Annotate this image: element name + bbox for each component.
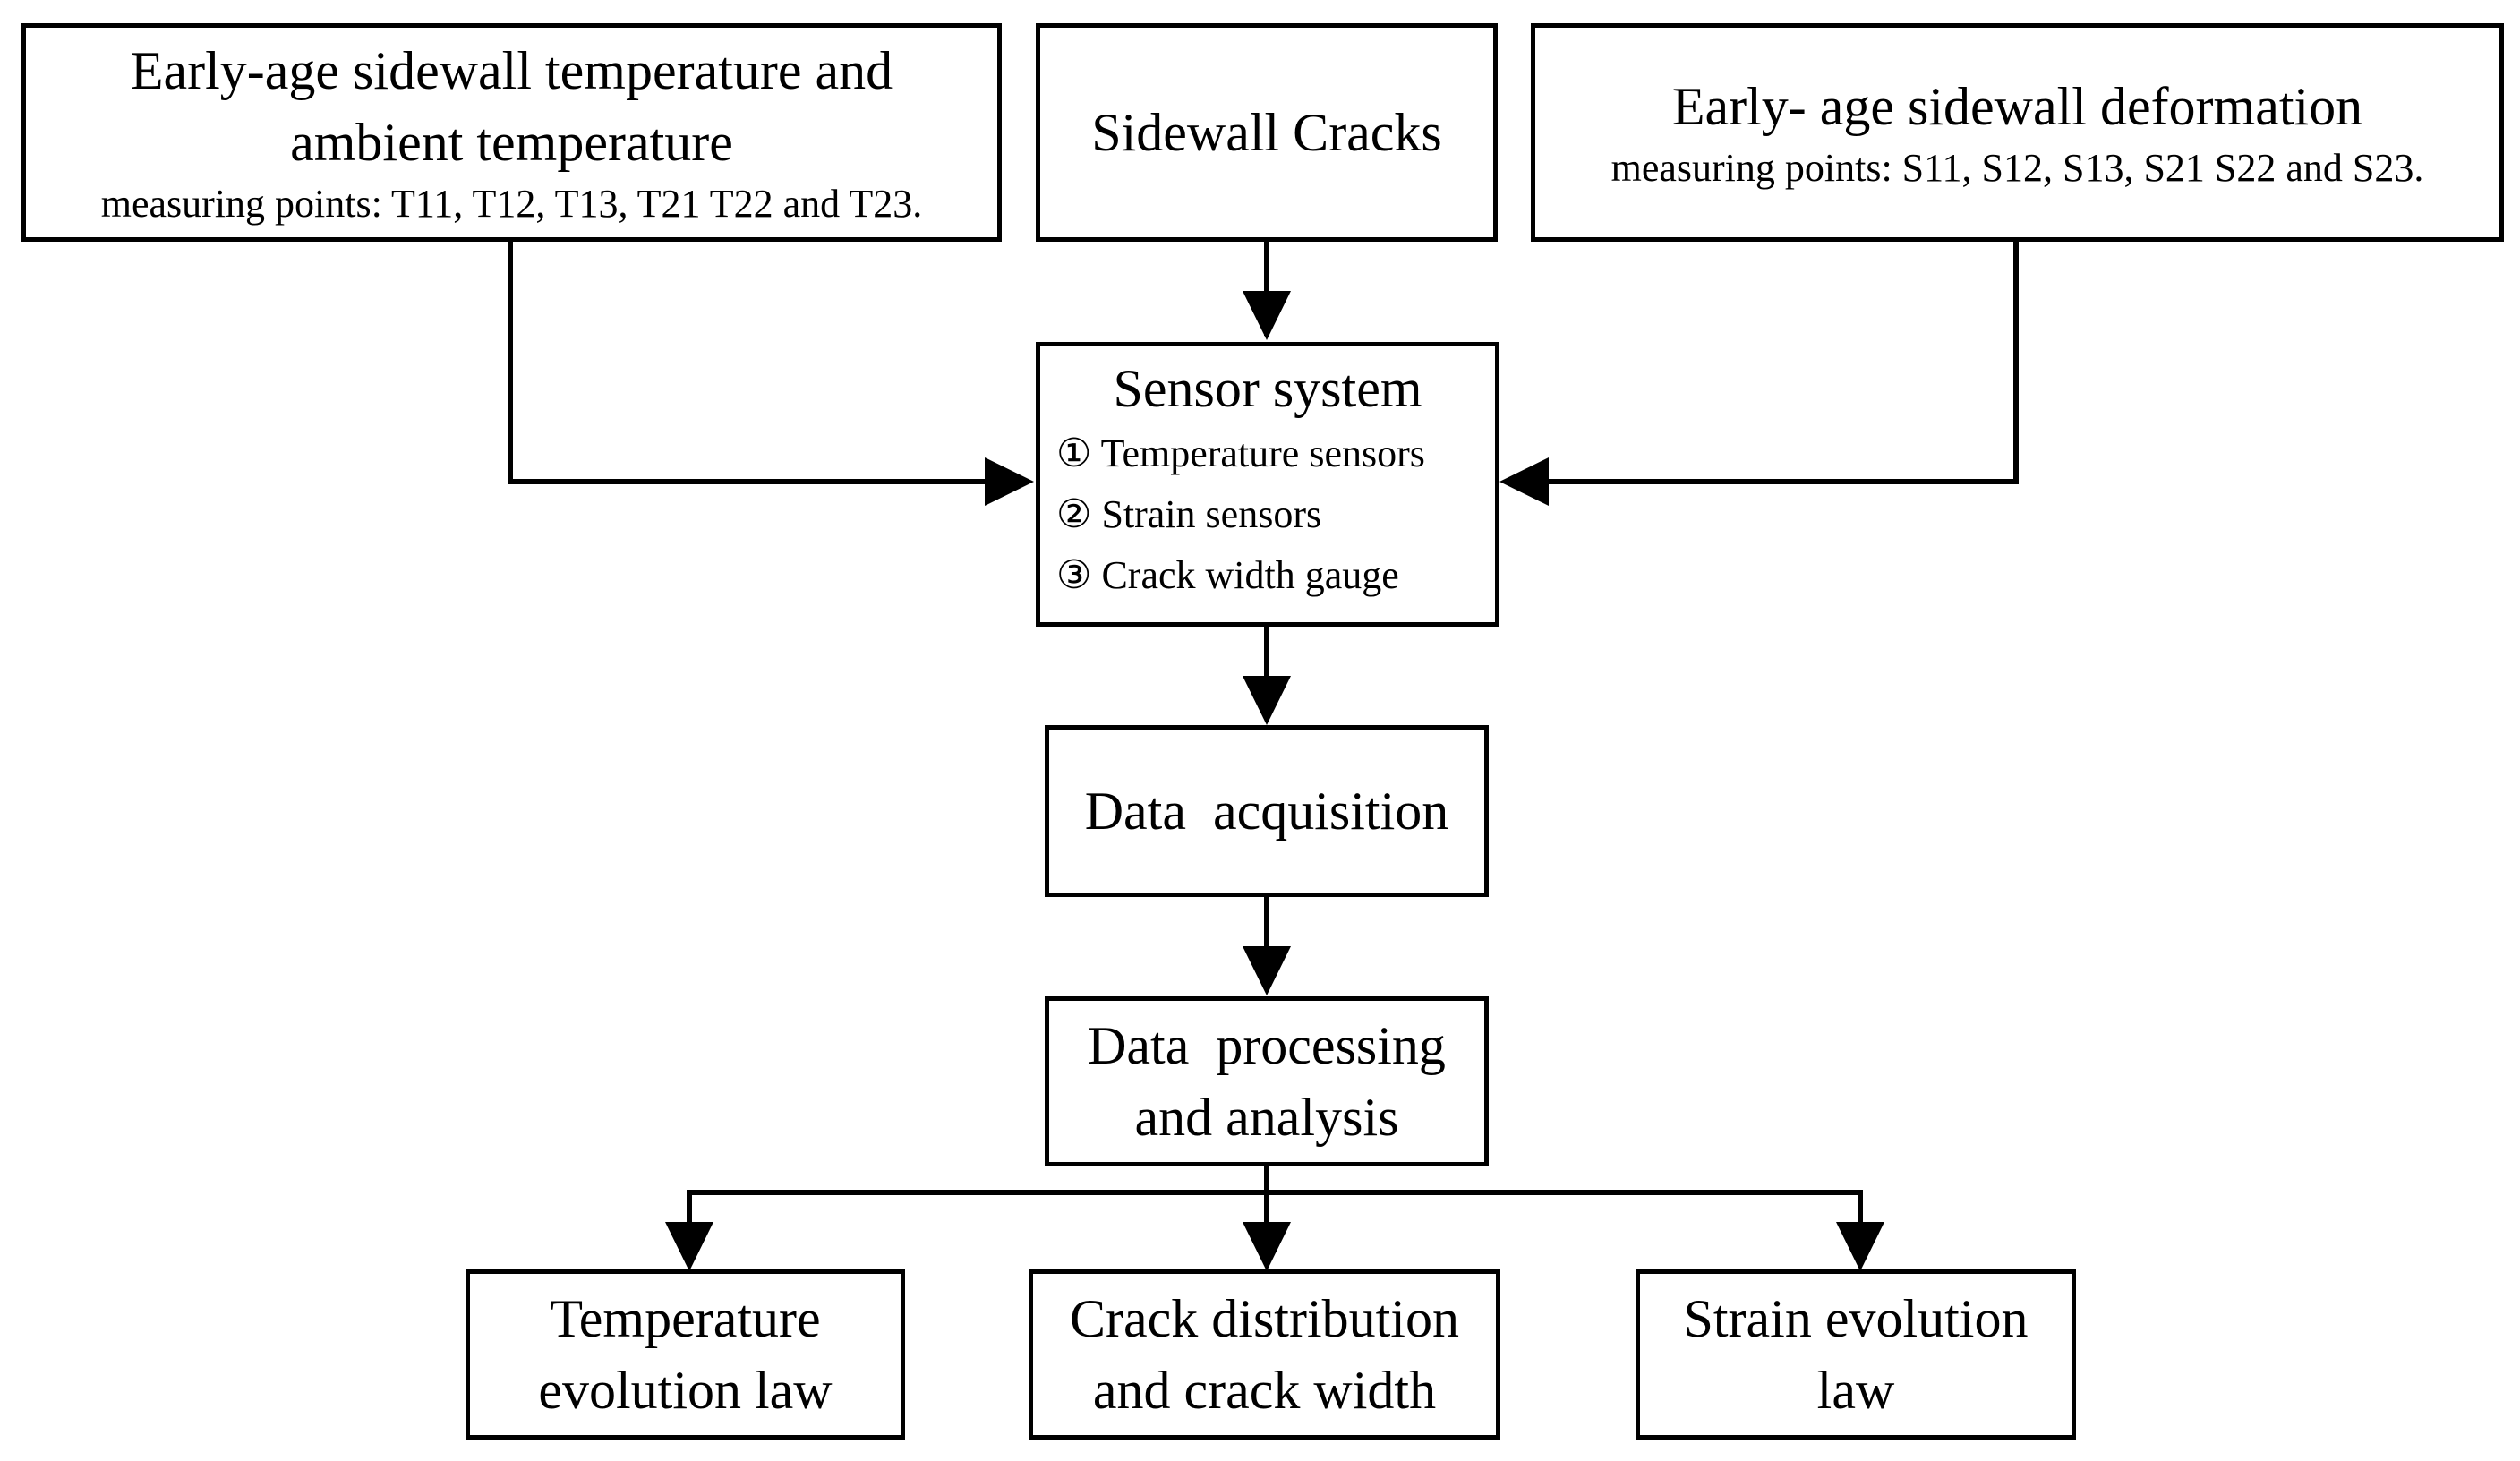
data-acquisition-box: Data acquisition <box>1045 725 1489 897</box>
temperature-measuring-points: measuring points: T11, T12, T13, T21 T22… <box>100 182 923 226</box>
data-processing-line1: Data processing <box>1088 1016 1446 1075</box>
data-processing-line2: and analysis <box>1134 1088 1399 1147</box>
output-crack-distribution-box: Crack distribution and crack width <box>1029 1269 1500 1440</box>
data-processing-box: Data processing and analysis <box>1045 996 1489 1166</box>
arrowhead-deformation-to-sensor <box>1499 457 1549 506</box>
temperature-input-title-line1: Early-age sidewall temperature and <box>130 41 893 100</box>
arrowhead-to-strain-output <box>1836 1222 1884 1271</box>
output-temperature-line2: evolution law <box>538 1361 833 1420</box>
arrowhead-acquisition-to-processing <box>1243 946 1291 995</box>
arrowhead-to-crack-output <box>1243 1222 1291 1271</box>
sidewall-cracks-box: Sidewall Cracks <box>1036 23 1498 242</box>
temperature-input-title-line2: ambient temperature <box>290 113 733 172</box>
output-temperature-line1: Temperature <box>550 1289 821 1348</box>
sensor-item-crack-width: ③ Crack width gauge <box>1056 553 1399 597</box>
sensor-item-temperature: ① Temperature sensors <box>1056 431 1425 475</box>
deformation-input-box: Early- age sidewall deformation measurin… <box>1531 23 2504 242</box>
output-strain-line1: Strain evolution <box>1683 1289 2029 1348</box>
arrowhead-sensor-to-acquisition <box>1243 676 1291 725</box>
arrow-deformation-to-sensor <box>1549 240 2019 484</box>
arrow-branch-bar <box>687 1190 1863 1231</box>
output-crack-line1: Crack distribution <box>1070 1289 1459 1348</box>
output-crack-line2: and crack width <box>1092 1361 1437 1420</box>
sensor-system-title: Sensor system <box>1113 359 1422 418</box>
deformation-input-title: Early- age sidewall deformation <box>1671 77 2363 136</box>
sensor-system-box: Sensor system ① Temperature sensors ② St… <box>1036 342 1499 627</box>
deformation-measuring-points: measuring points: S11, S12, S13, S21 S22… <box>1610 146 2424 190</box>
sensor-item-strain: ② Strain sensors <box>1056 492 1322 536</box>
output-strain-line2: law <box>1816 1361 1895 1420</box>
arrowhead-temperature-to-sensor <box>985 457 1034 506</box>
output-strain-evolution-box: Strain evolution law <box>1636 1269 2076 1440</box>
output-temperature-evolution-box: Temperature evolution law <box>466 1269 905 1440</box>
arrow-temperature-to-sensor <box>508 240 985 484</box>
arrowhead-to-temperature-output <box>665 1222 713 1271</box>
sidewall-cracks-title: Sidewall Cracks <box>1091 103 1442 162</box>
arrowhead-cracks-to-sensor <box>1243 291 1291 340</box>
data-acquisition-title: Data acquisition <box>1084 782 1449 841</box>
temperature-input-box: Early-age sidewall temperature and ambie… <box>21 23 1002 242</box>
